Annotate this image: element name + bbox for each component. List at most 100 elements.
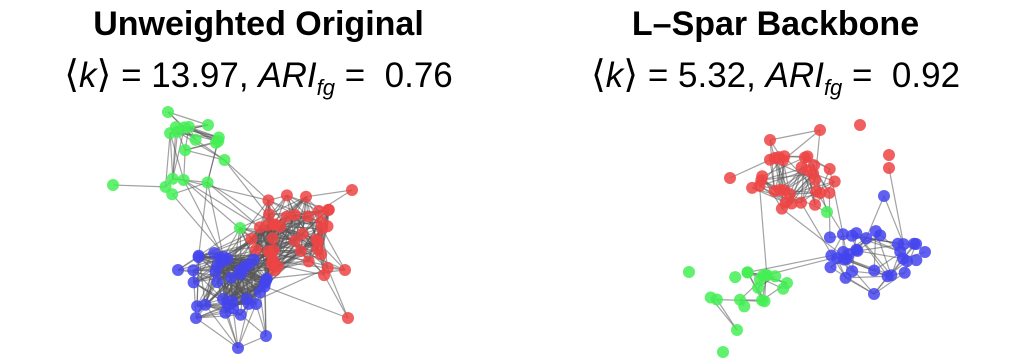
graph-node [253, 286, 266, 299]
graph-edge [185, 149, 225, 161]
graph-edge [195, 317, 239, 349]
graph-node [839, 271, 852, 284]
graph-edge [206, 182, 224, 257]
graph-edge [224, 312, 239, 349]
graph-edge [237, 303, 250, 349]
graph-edge [305, 189, 353, 198]
graph-node [731, 324, 743, 336]
graph-edge [781, 208, 848, 260]
graph-node [339, 264, 351, 276]
graph-node [179, 144, 192, 157]
graph-node [235, 268, 248, 281]
graph-node [322, 203, 335, 216]
graph-node [288, 234, 301, 247]
graph-node [182, 120, 195, 133]
graph-node [201, 176, 214, 189]
graph-edge [183, 179, 269, 201]
graph-node [683, 266, 695, 278]
graph-edge [172, 127, 186, 179]
graph-node [883, 149, 895, 161]
graph-edge [253, 259, 257, 305]
graph-edge [845, 275, 888, 279]
graph-edge [195, 314, 241, 319]
graph-node [838, 253, 851, 266]
graph-edge [769, 139, 776, 192]
graph-node [315, 248, 328, 261]
graph-node [288, 208, 301, 221]
graph-node [189, 133, 202, 146]
graph-node [823, 231, 836, 244]
graph-node [869, 225, 882, 238]
graph-node [821, 206, 833, 218]
graph-node [919, 246, 931, 258]
graph-node [225, 271, 238, 284]
graph-node [242, 297, 255, 310]
graph-node [266, 232, 279, 245]
graph-node [262, 194, 275, 207]
graph-node [837, 228, 849, 241]
graph-node [245, 232, 258, 245]
graph-node [738, 300, 751, 313]
graph-node [212, 131, 225, 144]
graph-node [801, 150, 814, 163]
panel-title: Unweighted Original [93, 5, 424, 43]
graph-node [795, 161, 808, 174]
graph-node [187, 276, 200, 289]
graph-node [313, 205, 325, 217]
graph-edge [172, 131, 179, 179]
graph-edge [177, 258, 221, 271]
graph-node [785, 197, 798, 210]
graph-node [769, 270, 782, 283]
graph-node [209, 265, 222, 278]
panel-lspar-backbone: L–Spar Backbone ⟨k⟩ = 5.32, ARIfg = 0.92 [517, 0, 1034, 358]
graph-node [756, 294, 768, 307]
graph-edge [769, 129, 821, 141]
graph-node [300, 190, 312, 203]
graph-node [318, 269, 331, 282]
graph-node [249, 243, 262, 256]
graph-edge [729, 159, 771, 179]
graph-edge [883, 195, 905, 245]
graph-node [860, 232, 873, 245]
graph-edge [177, 269, 232, 279]
graph-node [242, 258, 255, 271]
graph-node [202, 119, 214, 131]
graph-node [214, 252, 227, 265]
graph-edge [232, 308, 239, 349]
graph-edge [830, 266, 875, 295]
avg-degree-value: 13.97 [151, 56, 239, 95]
avg-degree-value: 5.32 [678, 56, 747, 95]
graph-edge [264, 239, 317, 287]
graph-node [810, 185, 823, 198]
panel-title: L–Spar Backbone [631, 5, 920, 43]
graph-node [910, 254, 923, 267]
graph-node [294, 245, 307, 257]
graph-node [172, 264, 184, 276]
graph-node [269, 218, 282, 231]
graph-node [717, 346, 729, 358]
graph-node [764, 134, 776, 146]
graph-node [741, 266, 754, 279]
graph-node [263, 208, 276, 221]
graph-edge [112, 184, 166, 188]
graph-node [823, 163, 836, 175]
graph-edge [204, 252, 215, 305]
graph-node [162, 106, 174, 118]
graph-edge [747, 254, 832, 273]
graph-node [814, 124, 826, 136]
graph-node [775, 202, 788, 215]
graph-node [898, 266, 911, 279]
graph-node [891, 237, 904, 250]
graph-edge [198, 182, 209, 256]
ari-value: 0.76 [384, 56, 453, 95]
graph-node [211, 276, 224, 289]
graph-edge [277, 214, 296, 267]
graph-edge [183, 179, 261, 228]
graph-edge [248, 264, 257, 305]
graph-node [753, 273, 766, 286]
graph-edge [167, 111, 209, 126]
graph-edge [758, 185, 768, 276]
graph-edge [800, 202, 847, 279]
graph-node [166, 172, 179, 185]
graph-edge [888, 167, 905, 245]
